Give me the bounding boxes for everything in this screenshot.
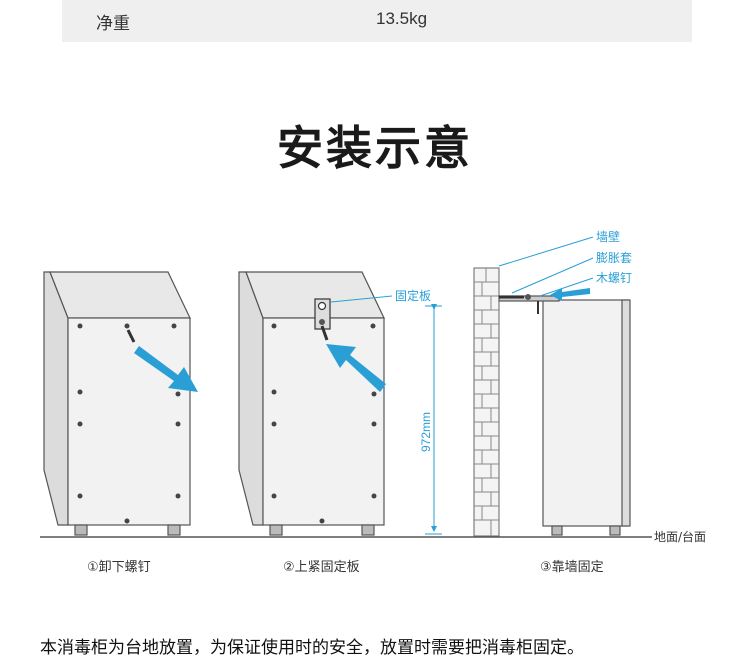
height-dimension — [425, 304, 442, 535]
screw-label: 木螺钉 — [596, 271, 632, 285]
height-label: 972mm — [419, 412, 433, 452]
wall-leader — [498, 236, 594, 267]
cabinet-step2 — [238, 271, 385, 536]
sleeve-leader — [511, 257, 594, 294]
screw-leader — [539, 277, 594, 297]
arrow-fix-plate-icon — [326, 344, 386, 392]
fixing-plate-leader — [330, 295, 393, 303]
arrow-remove-screw-icon — [134, 346, 198, 392]
step3-caption: ③靠墙固定 — [540, 560, 604, 575]
spec-value: 13.5kg — [376, 9, 428, 28]
cabinet-step3 — [498, 295, 631, 536]
brick-wall — [473, 267, 500, 537]
arrow-wood-screw-icon — [550, 288, 590, 301]
step2-caption: ②上紧固定板 — [283, 560, 360, 575]
fixing-plate-label: 固定板 — [395, 288, 431, 303]
ground-label: 地面/台面 — [654, 529, 706, 544]
spec-row: 净重 13.5kg — [62, 0, 692, 42]
cabinet-step1 — [43, 271, 191, 536]
page-title: 安装示意 — [277, 121, 473, 175]
step1-caption: ①卸下螺钉 — [87, 560, 151, 575]
wall-label: 墙壁 — [596, 229, 620, 244]
installation-note: 本消毒柜为台地放置，为保证使用时的安全，放置时需要把消毒柜固定。 — [40, 638, 584, 658]
sleeve-label: 膨胀套 — [596, 251, 632, 265]
spec-label: 净重 — [96, 14, 130, 34]
screw-anchor-icon — [499, 294, 531, 300]
